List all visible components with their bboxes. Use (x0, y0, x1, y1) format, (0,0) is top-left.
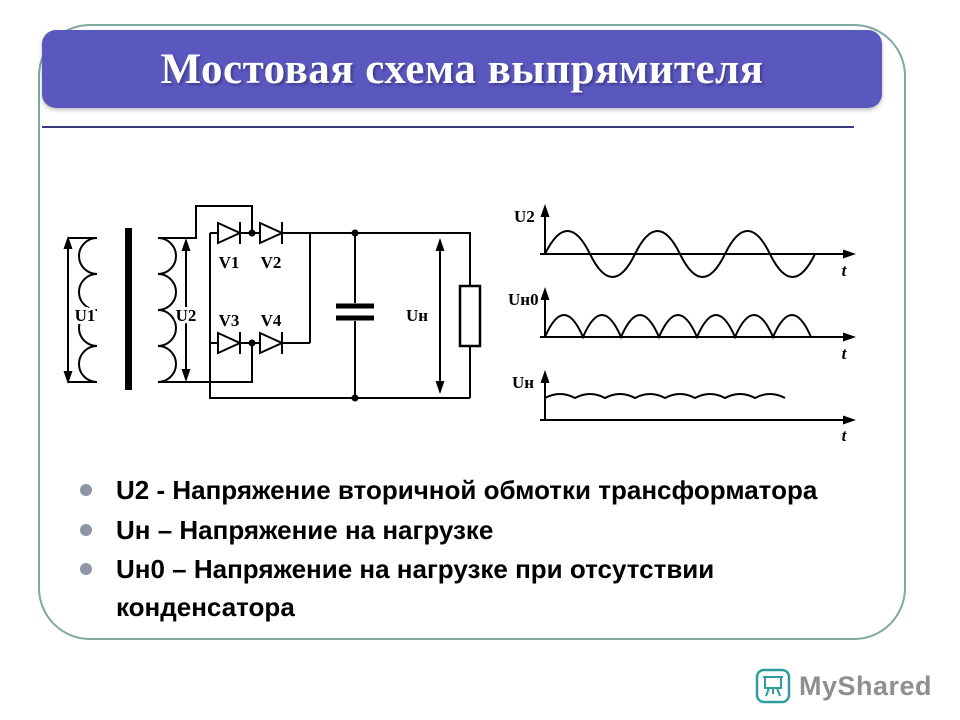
diode-v2 (259, 221, 285, 245)
circuit-wires (158, 205, 471, 399)
voltage-arrow-un (435, 238, 445, 394)
brand-name: MyShared (798, 670, 932, 701)
waveform-u2-label: U2 (514, 207, 535, 226)
list-item: U2 - Напряжение вторичной обмотки трансф… (72, 472, 872, 510)
bullet-list: U2 - Напряжение вторичной обмотки трансф… (72, 472, 872, 629)
waveform-u2-axis-label: t (842, 261, 848, 280)
sine-curve (544, 230, 816, 278)
waveform-un0-axis-label: t (842, 344, 848, 363)
diode-v4 (259, 331, 285, 355)
bullet-text-u2: U2 - Напряжение вторичной обмотки трансф… (116, 475, 818, 505)
waveform-un0: Uн0 t (508, 287, 856, 363)
bullet-icon (80, 563, 92, 576)
bridge-rectifier-circuit-diagram: U1 U2 V1 V2 V3 V4 Uн (63, 205, 482, 402)
diode-v1 (217, 221, 243, 245)
waveform-un0-label: Uн0 (508, 290, 539, 309)
waveform-un: Uн t (512, 370, 856, 444)
transformer-primary-coil (78, 237, 98, 383)
label-v2: V2 (261, 253, 282, 272)
bullet-text-un: Uн – Напряжение на нагрузке (116, 514, 494, 545)
junction-dots (248, 229, 359, 402)
diode-v3 (217, 331, 243, 355)
bullet-icon (80, 523, 92, 536)
waveform-un-label: Uн (512, 373, 534, 392)
capacitor (336, 233, 374, 398)
label-v1: V1 (219, 253, 240, 272)
list-item: Uн0 – Напряжение на нагрузке при отсутст… (72, 551, 872, 626)
page-title: Мостовая схема выпрямителя (160, 45, 764, 93)
transformer-secondary-coil (157, 237, 177, 383)
waveform-un-axis-label: t (842, 426, 848, 444)
title-bar: Мостовая схема выпрямителя (42, 30, 882, 108)
waveform-u2: U2 t (514, 204, 856, 280)
label-u2: U2 (176, 306, 197, 325)
label-v4: V4 (261, 311, 282, 330)
waveform-plots: U2 t Uн0 t Uн t (508, 204, 856, 444)
bullet-icon (80, 484, 92, 496)
load-resistor (458, 284, 482, 348)
label-v3: V3 (219, 311, 240, 330)
label-un: Uн (406, 306, 428, 325)
presentation-board-icon (755, 668, 791, 704)
bullet-text-un0: Uн0 – Напряжение на нагрузке при отсутст… (116, 554, 715, 623)
title-underline (42, 126, 854, 128)
voltage-arrow-u2 (181, 238, 191, 382)
myshared-logo[interactable]: MyShared (755, 668, 932, 704)
rectified-curve (544, 314, 812, 340)
label-u1: U1 (75, 306, 96, 325)
ripple-curve (544, 393, 786, 400)
list-item: Uн – Напряжение на нагрузке (72, 512, 872, 550)
transformer-core (125, 228, 132, 390)
